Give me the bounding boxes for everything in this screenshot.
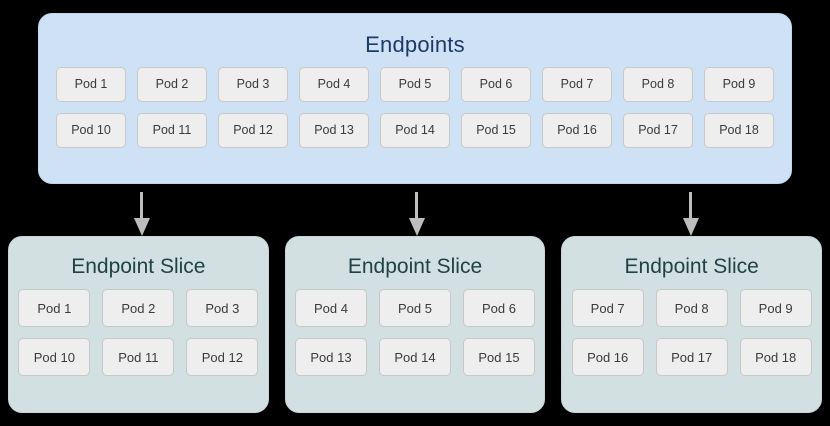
endpoints-pod-chip: Pod 1 [56, 67, 126, 102]
endpoint-slice-pod-chip: Pod 14 [379, 338, 451, 376]
endpoint-slice-pod-chip: Pod 9 [739, 289, 812, 327]
endpoints-pod-chip: Pod 2 [137, 67, 207, 102]
arrow-to-slice-1-icon [134, 192, 150, 236]
endpoints-pod-chip: Pod 7 [542, 67, 612, 102]
arrow-to-slice-2-icon [409, 192, 425, 236]
endpoints-pod-chip: Pod 13 [299, 113, 369, 148]
endpoint-slice-pod-row: Pod 10 Pod 11 Pod 12 [9, 338, 268, 376]
arrow-stem [415, 192, 418, 220]
endpoint-slice-title: Endpoint Slice [347, 255, 483, 278]
endpoints-pod-chip: Pod 10 [56, 113, 126, 148]
endpoints-pod-grid: Pod 1 Pod 2 Pod 3 Pod 4 Pod 5 Pod 6 Pod 7 Pod 8… [39, 67, 791, 159]
endpoints-pod-chip: Pod 4 [299, 67, 369, 102]
endpoint-slice-pod-chip: Pod 17 [655, 338, 728, 376]
endpoint-slice-pod-row: Pod 13 Pod 14 Pod 15 [286, 338, 545, 376]
endpoint-slice-pod-row: Pod 1 Pod 2 Pod 3 [9, 289, 268, 327]
endpoint-slice-pod-grid: Pod 1 Pod 2 Pod 3 Pod 10 Pod 11 Pod 12 [9, 289, 268, 387]
endpoint-slice-pod-chip: Pod 6 [463, 289, 535, 327]
endpoints-pod-chip: Pod 16 [542, 113, 612, 148]
endpoint-slice-pod-chip: Pod 15 [463, 338, 535, 376]
endpoint-slice-pod-chip: Pod 11 [102, 338, 175, 376]
endpoints-pod-chip: Pod 9 [704, 67, 774, 102]
endpoint-slice-pod-row: Pod 4 Pod 5 Pod 6 [286, 289, 545, 327]
endpoint-slice-title: Endpoint Slice [624, 255, 759, 278]
endpoint-slice-pod-row: Pod 16 Pod 17 Pod 18 [562, 338, 821, 376]
endpoint-slice-pod-chip: Pod 18 [739, 338, 812, 376]
arrow-head [683, 218, 699, 236]
arrow-stem [140, 192, 143, 220]
endpoint-slice-pod-chip: Pod 12 [186, 338, 259, 376]
endpoints-title: Endpoints [365, 32, 465, 57]
arrow-stem [689, 192, 692, 220]
endpoint-slice-pod-chip: Pod 13 [295, 338, 367, 376]
endpoints-pod-chip: Pod 11 [137, 113, 207, 148]
endpoints-pod-chip: Pod 18 [704, 113, 774, 148]
endpoint-slice-pod-grid: Pod 4 Pod 5 Pod 6 Pod 13 Pod 14 Pod 15 [286, 289, 545, 387]
endpoint-slice-pod-chip: Pod 4 [295, 289, 367, 327]
endpoint-slice-pod-row: Pod 7 Pod 8 Pod 9 [562, 289, 821, 327]
endpoints-pod-chip: Pod 8 [623, 67, 693, 102]
endpoints-pod-chip: Pod 3 [218, 67, 288, 102]
endpoint-slice-pod-chip: Pod 10 [18, 338, 91, 376]
endpoints-pod-chip: Pod 14 [380, 113, 450, 148]
arrow-head [409, 218, 425, 236]
endpoints-pod-chip: Pod 12 [218, 113, 288, 148]
endpoint-slice-pod-chip: Pod 5 [379, 289, 451, 327]
endpoints-pod-chip: Pod 17 [623, 113, 693, 148]
endpoint-slice-title: Endpoint Slice [71, 255, 206, 278]
endpoints-panel: Endpoints Pod 1 Pod 2 Pod 3 Pod 4 Pod 5 Pod 6… [38, 13, 792, 184]
endpoint-slice-pod-chip: Pod 16 [571, 338, 644, 376]
endpoint-slice-pod-chip: Pod 8 [655, 289, 728, 327]
endpoints-pod-chip: Pod 15 [461, 113, 531, 148]
endpoint-slice-pod-chip: Pod 3 [186, 289, 259, 327]
arrow-head [134, 218, 150, 236]
endpoints-pod-chip: Pod 6 [461, 67, 531, 102]
endpoints-pod-chip: Pod 5 [380, 67, 450, 102]
endpoints-pod-row: Pod 1 Pod 2 Pod 3 Pod 4 Pod 5 Pod 6 Pod 7 Pod 8… [39, 67, 791, 102]
endpoint-slice-pod-chip: Pod 2 [102, 289, 175, 327]
endpoints-pod-row: Pod 10 Pod 11 Pod 12 Pod 13 Pod 14 Pod 15 Pod … [39, 113, 791, 148]
endpoint-slice-pod-grid: Pod 7 Pod 8 Pod 9 Pod 16 Pod 17 Pod 18 [562, 289, 821, 387]
endpoint-slice-pod-chip: Pod 1 [18, 289, 91, 327]
arrow-to-slice-3-icon [683, 192, 699, 236]
endpoint-slice-pod-chip: Pod 7 [571, 289, 644, 327]
